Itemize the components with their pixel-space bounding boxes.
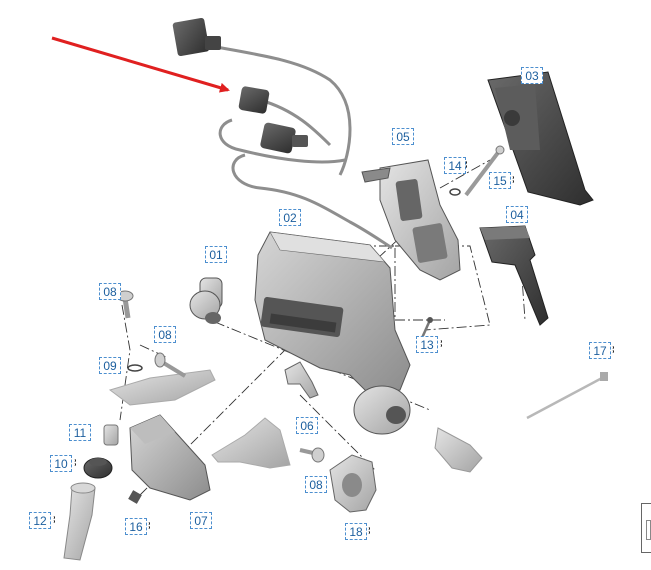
connector-top (172, 17, 210, 57)
callout-16[interactable]: 16 (125, 518, 147, 535)
callout-tick-16 (146, 522, 151, 531)
callout-tick-15 (510, 176, 515, 185)
part-09-washer (127, 364, 143, 372)
callout-tick-12 (51, 516, 56, 525)
callout-08-middle[interactable]: 08 (154, 326, 176, 343)
connector-lower (260, 122, 296, 154)
callout-08-bottom[interactable]: 08 (305, 476, 327, 493)
cable-harness (172, 17, 393, 250)
part-15-screw (464, 145, 505, 197)
callout-01[interactable]: 01 (205, 246, 227, 263)
cropped-panel (641, 503, 651, 553)
callout-17[interactable]: 17 (589, 342, 611, 359)
callout-13[interactable]: 13 (416, 336, 438, 353)
callout-10[interactable]: 10 (50, 455, 72, 472)
part-07-base-block (129, 414, 211, 501)
connector-middle (238, 86, 270, 114)
part-10-grommet (83, 457, 113, 479)
callout-09[interactable]: 09 (99, 357, 121, 374)
callout-12[interactable]: 12 (29, 512, 51, 529)
callout-15[interactable]: 15 (489, 172, 511, 189)
callout-07[interactable]: 07 (190, 512, 212, 529)
part-08-bolt-c (299, 447, 325, 463)
callout-11[interactable]: 11 (69, 424, 91, 441)
callout-08-top[interactable]: 08 (99, 283, 121, 300)
callout-03[interactable]: 03 (521, 67, 543, 84)
part-12-pin (63, 482, 96, 561)
callout-05[interactable]: 05 (392, 128, 414, 145)
callout-04[interactable]: 04 (506, 206, 528, 223)
callout-tick-18 (366, 527, 371, 536)
part-13-screw (420, 317, 433, 339)
callout-06[interactable]: 06 (296, 417, 318, 434)
callout-tick-14 (463, 161, 468, 170)
callout-tick-17 (610, 346, 615, 355)
bracket-plate-lower (211, 417, 291, 469)
part-06-clip (284, 361, 319, 399)
part-01-lock-cylinder (189, 277, 223, 324)
part-17-cable-tie (526, 372, 608, 420)
part-08-bolt-b (154, 352, 187, 378)
callout-tick-10 (72, 459, 77, 468)
bracket-plate-upper (108, 369, 216, 406)
red-arrow-icon (51, 36, 230, 93)
callout-tick-13 (438, 340, 443, 349)
part-03-mounting-plate (487, 71, 594, 206)
end-cap (434, 427, 483, 473)
part-02-main-housing (254, 231, 411, 435)
part-18-cover (329, 454, 377, 513)
part-14-washer (449, 188, 461, 196)
part-16-nut (128, 490, 142, 504)
part-11-sleeve (103, 424, 119, 446)
callout-02[interactable]: 02 (279, 209, 301, 226)
part-04-bracket (479, 225, 549, 326)
callout-18[interactable]: 18 (345, 523, 367, 540)
part-05-socket-module (361, 159, 461, 281)
